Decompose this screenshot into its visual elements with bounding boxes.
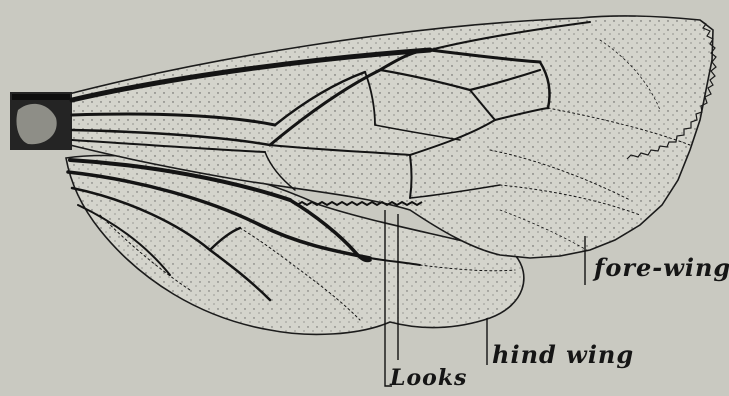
fore-wing-label: fore-wing [594, 253, 729, 282]
hind-wing-label: hind wing [492, 340, 634, 369]
hooks-label: Looks [390, 365, 467, 391]
